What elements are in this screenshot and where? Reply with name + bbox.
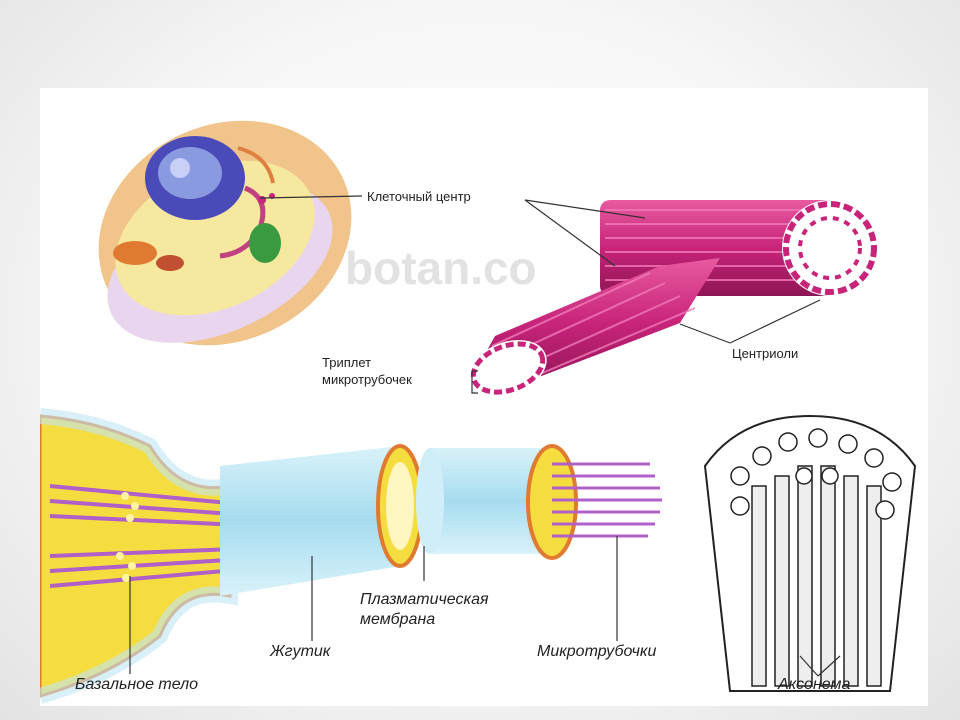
label-axoneme: Аксонема [777,676,850,693]
label-centrioles: Центриоли [732,346,798,361]
centriole-pair-illustration [469,200,878,397]
label-cell-center: Клеточный центр [367,189,471,204]
flagellum-tube-illustration [220,444,662,596]
label-triplet-line1: Триплет [322,355,371,370]
flagellum-diagram: Базальное тело Жгутик Плазматическая мем… [40,408,917,704]
label-flagellum: Жгутик [269,643,332,660]
axoneme-illustration [703,414,917,692]
leader-lines-top [259,195,821,394]
leader-lines-bottom [129,536,841,677]
label-triplet-line2: микротрубочек [322,372,412,387]
label-microtubules: Микротрубочки [537,643,656,660]
cell-center-diagram: botan.co [98,120,878,397]
watermark: botan.co [345,242,537,294]
top-panel: botan.co [40,88,928,406]
label-membrane-line2: мембрана [360,611,435,628]
animal-cell-illustration [98,120,352,346]
label-basal-body: Базальное тело [75,676,198,693]
label-membrane-line1: Плазматическая [360,591,489,608]
bottom-panel: Базальное тело Жгутик Плазматическая мем… [40,406,928,706]
